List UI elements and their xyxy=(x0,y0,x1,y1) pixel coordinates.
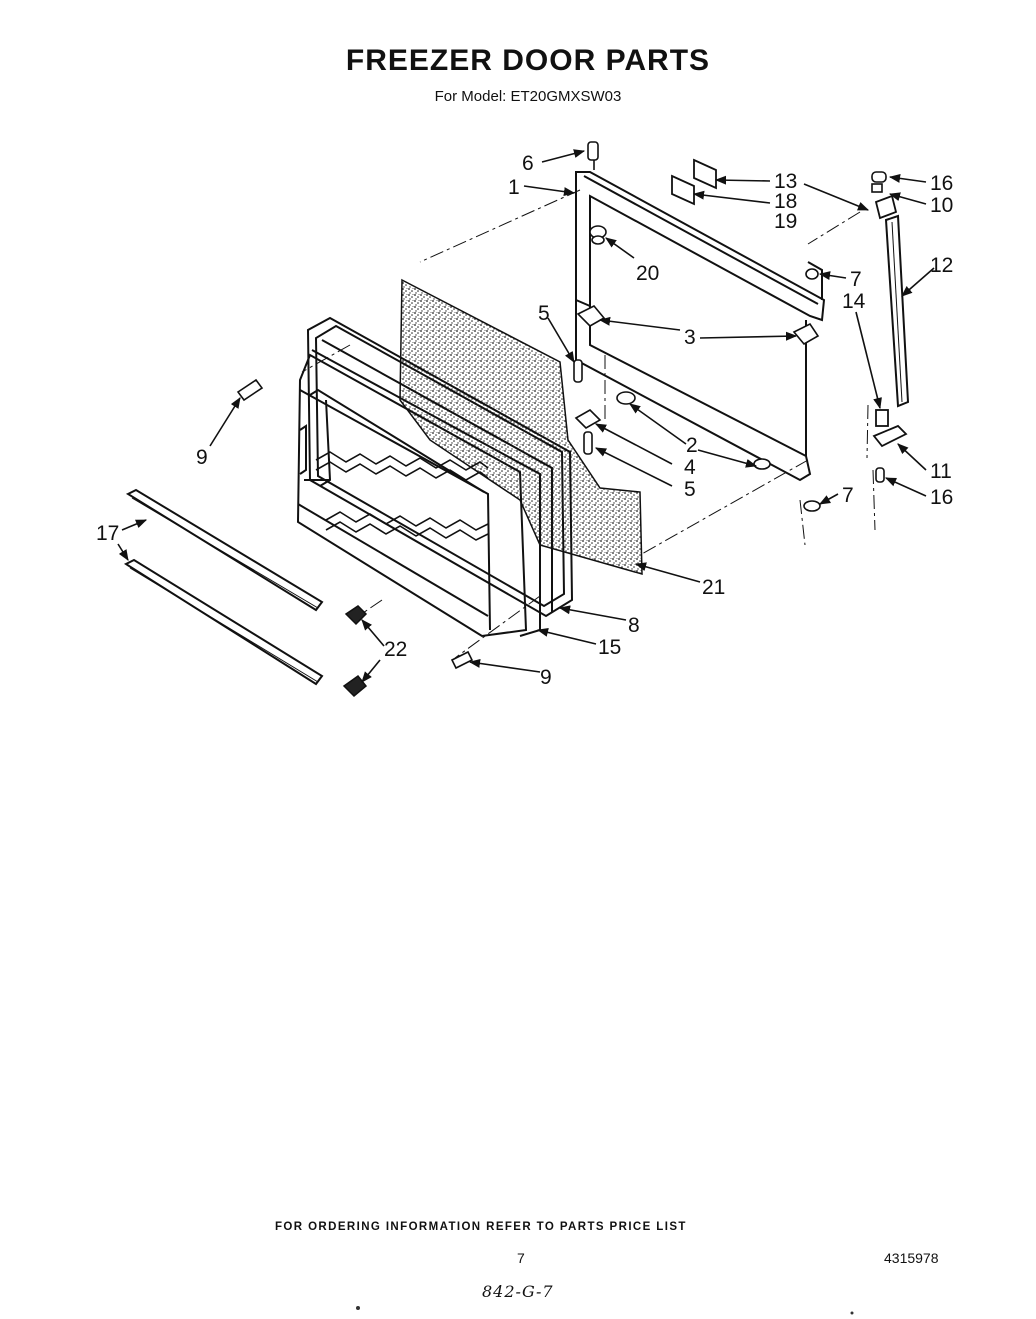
callout-5-bottom: 5 xyxy=(684,478,696,501)
trim-strips xyxy=(123,488,324,686)
callout-13: 13 xyxy=(774,170,797,193)
callout-16-bottom: 16 xyxy=(930,486,953,509)
door-liner-ribs xyxy=(315,451,489,541)
callout-4: 4 xyxy=(684,456,696,479)
callout-7-bottom: 7 xyxy=(842,484,854,507)
callout-6: 6 xyxy=(522,152,534,175)
callout-19: 19 xyxy=(774,210,797,233)
hinge-brackets xyxy=(872,194,908,448)
callout-10: 10 xyxy=(930,194,953,217)
callout-20: 20 xyxy=(636,262,659,285)
door-liner xyxy=(296,353,528,638)
callout-9-bottom: 9 xyxy=(540,666,552,689)
ordering-note: FOR ORDERING INFORMATION REFER TO PARTS … xyxy=(275,1221,687,1233)
trim-end-caps xyxy=(342,605,368,698)
door-gasket-frame xyxy=(306,316,574,637)
callout-16-top: 16 xyxy=(930,172,953,195)
document-number: 4315978 xyxy=(884,1250,939,1266)
callout-15: 15 xyxy=(598,636,621,659)
callout-labels: 6 1 13 18 19 16 10 20 7 12 14 5 3 9 2 4 … xyxy=(96,152,953,689)
callout-3: 3 xyxy=(684,326,696,349)
alignment-lines xyxy=(301,189,876,659)
callout-22: 22 xyxy=(384,638,407,661)
callout-12: 12 xyxy=(930,254,953,277)
callout-5-top: 5 xyxy=(538,302,550,325)
callout-18: 18 xyxy=(774,190,797,213)
callout-21: 21 xyxy=(702,576,725,599)
callout-17: 17 xyxy=(96,522,119,545)
callout-1: 1 xyxy=(508,176,520,199)
callout-8: 8 xyxy=(628,614,640,637)
page-number: 7 xyxy=(517,1250,525,1266)
callout-7-top: 7 xyxy=(850,268,862,291)
leader-lines xyxy=(117,149,935,683)
model-subtitle: For Model: ET20GMXSW03 xyxy=(434,88,622,105)
callout-14: 14 xyxy=(842,290,866,313)
scan-marks xyxy=(356,1306,854,1315)
callout-2: 2 xyxy=(686,434,698,457)
bracket-parts-18-19 xyxy=(671,158,717,206)
handwritten-note: 842-G-7 xyxy=(482,1282,554,1301)
page-title: FREEZER DOOR PARTS xyxy=(345,44,711,77)
hardware-screws xyxy=(236,141,887,670)
callout-9-left: 9 xyxy=(196,446,208,469)
callout-11: 11 xyxy=(930,460,952,483)
foam-insulation-panel xyxy=(399,278,643,575)
